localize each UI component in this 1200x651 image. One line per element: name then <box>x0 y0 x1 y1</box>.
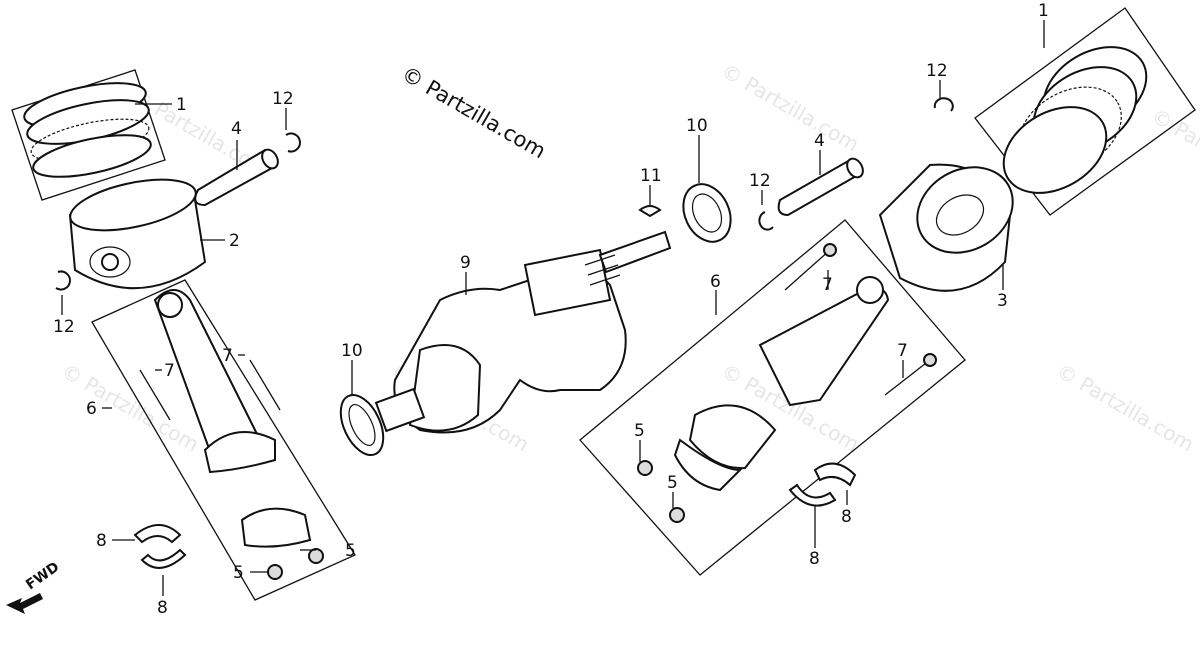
watermark-text: © Partzilla.com <box>718 59 864 157</box>
callout-8-right-1: 8 <box>809 549 820 569</box>
piston-right <box>878 163 1014 292</box>
thrust-washer-left <box>339 394 385 456</box>
piston-pin-left <box>194 148 279 207</box>
callout-4-left: 4 <box>231 119 242 139</box>
callout-11: 11 <box>640 166 662 186</box>
copyright-text: © Partzilla.com <box>398 62 550 164</box>
fwd-label: FWD <box>23 559 62 593</box>
crankshaft <box>374 230 672 434</box>
callout-7-right-1: 7 <box>822 275 833 295</box>
connecting-rod-assembly-left <box>91 279 356 601</box>
callout-5-right-1: 5 <box>634 421 645 441</box>
piston-pin-clip-top-left <box>285 132 301 153</box>
callout-9: 9 <box>460 253 471 273</box>
callout-numbers: 1 2 4 12 12 6 7 7 8 8 5 5 10 9 11 10 12 … <box>53 1 1049 618</box>
piston-pin-clip-left <box>55 270 71 291</box>
callout-1-left: 1 <box>176 95 187 115</box>
callout-5-left-2: 5 <box>233 563 244 583</box>
callout-7-right-2: 7 <box>897 341 908 361</box>
piston-pin-right <box>777 157 864 217</box>
piston-pin-clip-mid <box>758 211 774 231</box>
callout-10-top: 10 <box>686 116 708 136</box>
callout-12-mid: 12 <box>749 171 771 191</box>
piston-ring-set-left <box>11 69 166 201</box>
forward-arrow-icon: FWD <box>6 559 62 614</box>
callout-12-left: 12 <box>53 317 75 337</box>
callout-12-top-right: 12 <box>926 61 948 81</box>
callout-7-left-2: 7 <box>222 346 233 366</box>
watermark-text: © Partzilla.com <box>1053 359 1199 457</box>
callout-7-left-1: 7 <box>164 361 175 381</box>
piston-ring-set-right <box>974 7 1196 216</box>
callout-12-top-left: 12 <box>272 89 294 109</box>
callout-5-right-2: 5 <box>667 473 678 493</box>
watermark-text: © Partzilla.com <box>1148 104 1200 202</box>
callout-3: 3 <box>997 291 1008 311</box>
callout-6-right: 6 <box>710 272 721 292</box>
callout-2: 2 <box>229 231 240 251</box>
callout-10-left: 10 <box>341 341 363 361</box>
connecting-rod-assembly-right <box>579 219 966 576</box>
piston-left <box>68 178 207 290</box>
callout-8-left-2: 8 <box>157 598 168 618</box>
rod-bearing-right <box>788 462 857 507</box>
callout-leaders <box>61 20 1045 596</box>
callout-8-right-2: 8 <box>841 507 852 527</box>
callout-4-right: 4 <box>814 131 825 151</box>
woodruff-key <box>638 205 662 218</box>
rod-bearing-left <box>133 524 187 569</box>
piston-pin-clip-top-right <box>933 97 954 112</box>
thrust-washer-top <box>682 183 732 243</box>
callout-1-right: 1 <box>1038 1 1049 21</box>
callout-8-left-1: 8 <box>96 531 107 551</box>
callout-6-left: 6 <box>86 399 97 419</box>
callout-5-left-1: 5 <box>345 541 356 561</box>
